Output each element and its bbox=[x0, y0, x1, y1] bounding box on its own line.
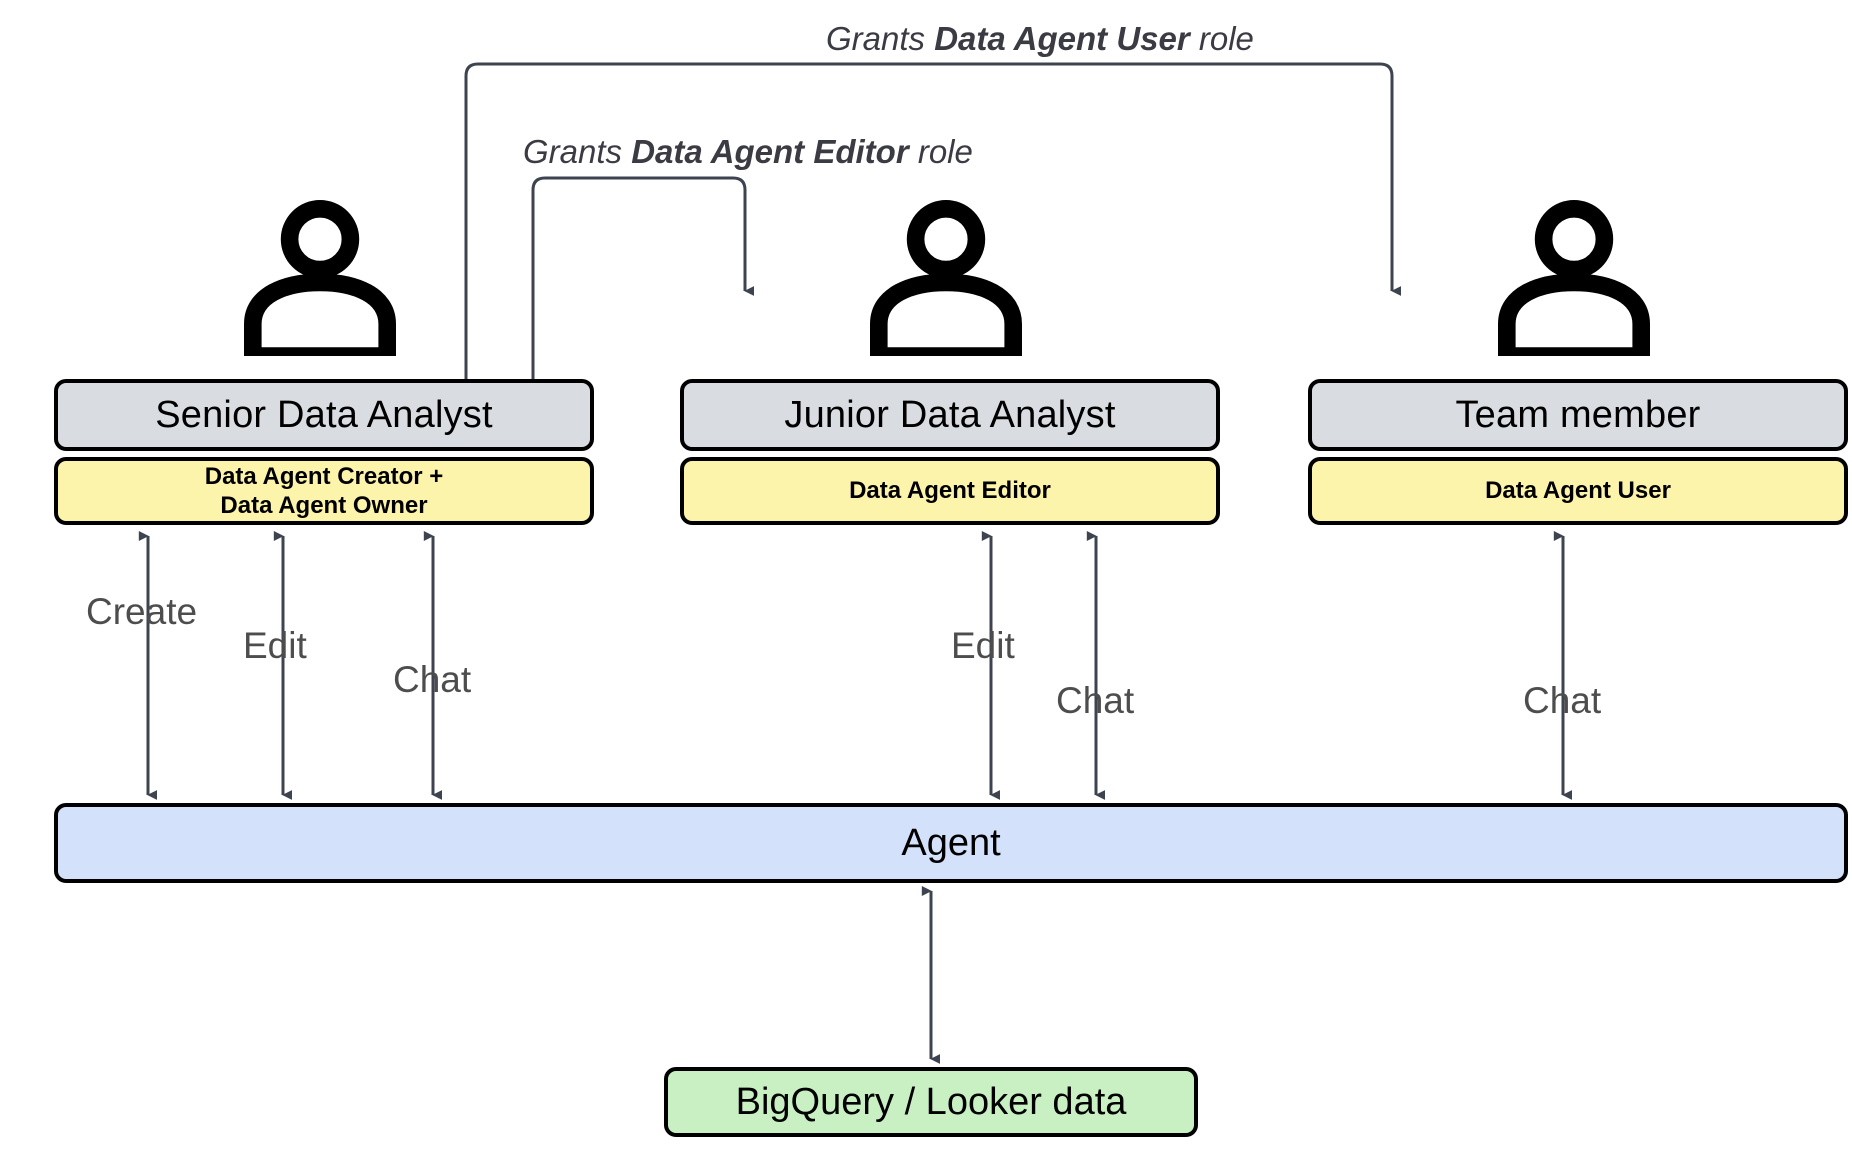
grant-editor-suffix: role bbox=[908, 133, 973, 170]
person-icon bbox=[870, 200, 1022, 356]
edge-label-senior-create: Create bbox=[86, 591, 198, 632]
permission-line-1: Data Agent User bbox=[1485, 477, 1671, 505]
permission-line-1: Data Agent Creator + bbox=[204, 462, 444, 490]
edge-label-senior-edit: Edit bbox=[243, 625, 307, 666]
persona-title-junior-data-analyst[interactable]: Junior Data Analyst bbox=[680, 379, 1220, 451]
person-icon bbox=[1498, 200, 1650, 356]
data-source-node[interactable]: BigQuery / Looker data bbox=[664, 1067, 1198, 1137]
grant-editor-connector bbox=[531, 176, 755, 379]
edge-label-junior-chat: Chat bbox=[1056, 680, 1135, 721]
persona-permission-team-member[interactable]: Data Agent User bbox=[1308, 457, 1848, 525]
persona-title-team-member[interactable]: Team member bbox=[1308, 379, 1848, 451]
grant-user-prefix: Grants bbox=[826, 20, 935, 57]
grant-label-data-agent-user: Grants Data Agent User role bbox=[826, 20, 1254, 58]
grant-editor-prefix: Grants bbox=[523, 133, 632, 170]
persona-permission-senior-data-analyst[interactable]: Data Agent Creator + Data Agent Owner bbox=[54, 457, 594, 525]
edge-label-team-chat: Chat bbox=[1523, 680, 1602, 721]
grant-editor-role: Data Agent Editor bbox=[631, 133, 909, 170]
grant-user-suffix: role bbox=[1189, 20, 1254, 57]
permission-line-1: Data Agent Editor bbox=[849, 477, 1051, 505]
persona-title-label: Team member bbox=[1455, 393, 1701, 436]
agent-node[interactable]: Agent bbox=[54, 803, 1848, 883]
agent-label: Agent bbox=[901, 821, 1001, 864]
edge-label-junior-edit: Edit bbox=[951, 625, 1015, 666]
data-source-label: BigQuery / Looker data bbox=[735, 1080, 1127, 1123]
grant-user-role: Data Agent User bbox=[934, 20, 1190, 57]
persona-title-senior-data-analyst[interactable]: Senior Data Analyst bbox=[54, 379, 594, 451]
persona-permission-junior-data-analyst[interactable]: Data Agent Editor bbox=[680, 457, 1220, 525]
grant-user-connector bbox=[464, 62, 1402, 379]
edge-label-senior-chat: Chat bbox=[393, 659, 472, 700]
persona-title-label: Senior Data Analyst bbox=[155, 393, 493, 436]
person-icon bbox=[244, 200, 396, 356]
persona-title-label: Junior Data Analyst bbox=[784, 393, 1116, 436]
grant-label-data-agent-editor: Grants Data Agent Editor role bbox=[523, 133, 973, 171]
permission-line-2: Data Agent Owner bbox=[220, 492, 428, 519]
